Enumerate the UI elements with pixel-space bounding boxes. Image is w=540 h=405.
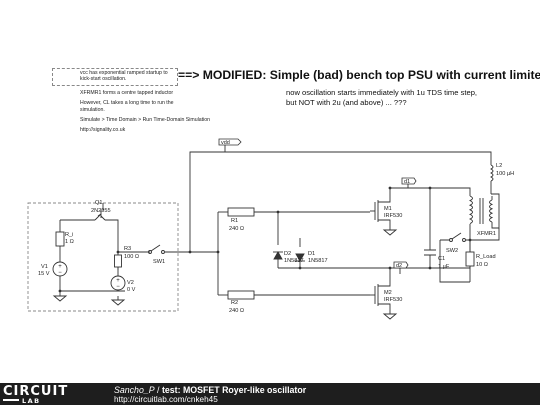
- wire-xfmr-bottom: [430, 224, 471, 269]
- net-label-d2: d2: [396, 263, 402, 269]
- logo-lab[interactable]: LAB: [22, 397, 41, 405]
- label-v2-name: V2: [127, 280, 134, 286]
- psu-box: [27, 202, 179, 312]
- wire-xfmr-secondary: [491, 193, 500, 229]
- label-d2-value: 1N5817: [284, 258, 304, 264]
- label-r2-name: R2: [231, 300, 238, 306]
- subline-2: but NOT with 2u (and above) ... ???: [286, 98, 407, 107]
- svg-text:+: +: [58, 264, 62, 270]
- circuit-drawing: +− +−: [27, 138, 514, 320]
- wire-xfmr-left: [430, 187, 471, 196]
- note-menu-path: Simulate > Time Domain > Run Time-Domain…: [80, 117, 211, 124]
- label-v1-name: V1: [41, 264, 48, 270]
- footer-separator: /: [154, 385, 162, 395]
- transistor-q1: [94, 210, 106, 221]
- label-c1-value: 1 µF: [438, 264, 450, 270]
- annotation-notes: vcc has exponential ramped startup to ki…: [80, 70, 210, 138]
- diode-d2: [273, 251, 283, 260]
- note-cl: However, CL takes a long time to run the…: [80, 100, 174, 113]
- wire-sw2-loop: [439, 240, 470, 283]
- diode-d1: [295, 253, 305, 262]
- net-flag-vdd: [218, 138, 242, 146]
- label-m1-value: IRF530: [384, 213, 402, 219]
- label-d1-name: D1: [308, 251, 315, 257]
- label-sw1-name: SW1: [153, 259, 165, 265]
- resistor-r3-visible: [114, 254, 122, 268]
- label-r1-value: 240 Ω: [229, 226, 244, 232]
- wire-vdd-rail: [189, 151, 492, 252]
- label-sw2-name: SW2: [446, 248, 458, 254]
- svg-text:−: −: [58, 270, 62, 276]
- label-m1-name: M1: [384, 206, 392, 212]
- footer-author[interactable]: Sancho_P: [114, 385, 155, 395]
- label-r2-value: 240 Ω: [229, 308, 244, 314]
- label-l2-value: 100 µH: [496, 171, 514, 177]
- footer-url[interactable]: http://circuitlab.com/cnkeh45: [114, 395, 218, 404]
- ground-symbols: [52, 229, 398, 320]
- label-q1-name: Q1: [95, 200, 102, 206]
- logo-bar: [3, 399, 19, 401]
- m1-drain: [378, 188, 391, 203]
- wire-secondary-out: [490, 228, 500, 241]
- headline-text: ==> MODIFIED: Simple (bad) bench top PSU…: [178, 68, 540, 82]
- inductor-l2: [489, 164, 494, 182]
- label-r3-value: 100 Ω: [124, 254, 139, 260]
- svg-text:+: +: [116, 278, 120, 284]
- label-d1-value: 1N5817: [308, 258, 328, 264]
- label-xfmr1-name: XFMR1: [477, 231, 496, 237]
- label-q1-value: 2N2955: [91, 208, 111, 214]
- switch-sw2: [449, 232, 466, 242]
- m1-source: [378, 219, 391, 230]
- net-flag-d2: [393, 261, 409, 269]
- label-m2-value: IRF530: [384, 297, 402, 303]
- label-m2-name: M2: [384, 290, 392, 296]
- note-xfrmr: XFRMR1 forms a centre tapped inductor: [80, 89, 174, 96]
- svg-text:−: −: [116, 284, 120, 290]
- m2-drain: [378, 268, 391, 287]
- source-v1: [52, 261, 68, 277]
- c1-plates: [424, 249, 436, 256]
- footer-circuit-title: test: MOSFET Royer-like oscillator: [161, 385, 307, 395]
- label-d2-name: D2: [284, 251, 291, 257]
- resistor-rload: [465, 251, 475, 267]
- label-c1-name: C1: [438, 256, 445, 262]
- wire-q1-collector: [105, 219, 119, 252]
- note-vcc-ramp: vcc has exponential ramped startup to ki…: [80, 70, 168, 83]
- m2-source: [378, 303, 391, 314]
- resistor-ri: [55, 231, 65, 247]
- net-label-d1: d1: [404, 179, 410, 185]
- switch-sw1: [148, 244, 165, 254]
- footer-title-line: Sancho_P / test: MOSFET Royer-like oscil…: [114, 385, 306, 395]
- transformer-xfmr1: [468, 195, 494, 225]
- note-site[interactable]: http://signality.co.uk: [80, 127, 126, 134]
- note-box: [52, 68, 178, 86]
- logo-circuit[interactable]: CIRCUIT: [3, 384, 69, 399]
- label-v1-value: 15 V: [38, 271, 50, 277]
- schematic-canvas: vcc has exponential ramped startup to ki…: [27, 68, 540, 320]
- net-flag-d1: [401, 177, 417, 185]
- label-rload-value: 10 Ω: [476, 262, 488, 268]
- footer-bar: CIRCUIT LAB Sancho_P / test: MOSFET Roye…: [0, 383, 540, 405]
- hidden: [300, 188, 380, 238]
- resistor-r2: [227, 290, 255, 300]
- label-l2-name: L2: [496, 163, 502, 169]
- resistor-r1: [227, 207, 255, 217]
- label-r1-name: R1: [231, 218, 238, 224]
- junction-dots: [58, 186, 472, 293]
- label-v2-value: 0 V: [127, 287, 136, 293]
- net-label-vdd: vdd: [221, 140, 230, 146]
- label-ri-value: 1 Ω: [65, 239, 74, 245]
- label-r3-name: R3: [124, 246, 131, 252]
- label-rload-name: R_Load: [476, 254, 496, 260]
- subline-1: now oscillation starts immediately with …: [286, 88, 478, 97]
- label-ri-name: R_i: [65, 232, 73, 238]
